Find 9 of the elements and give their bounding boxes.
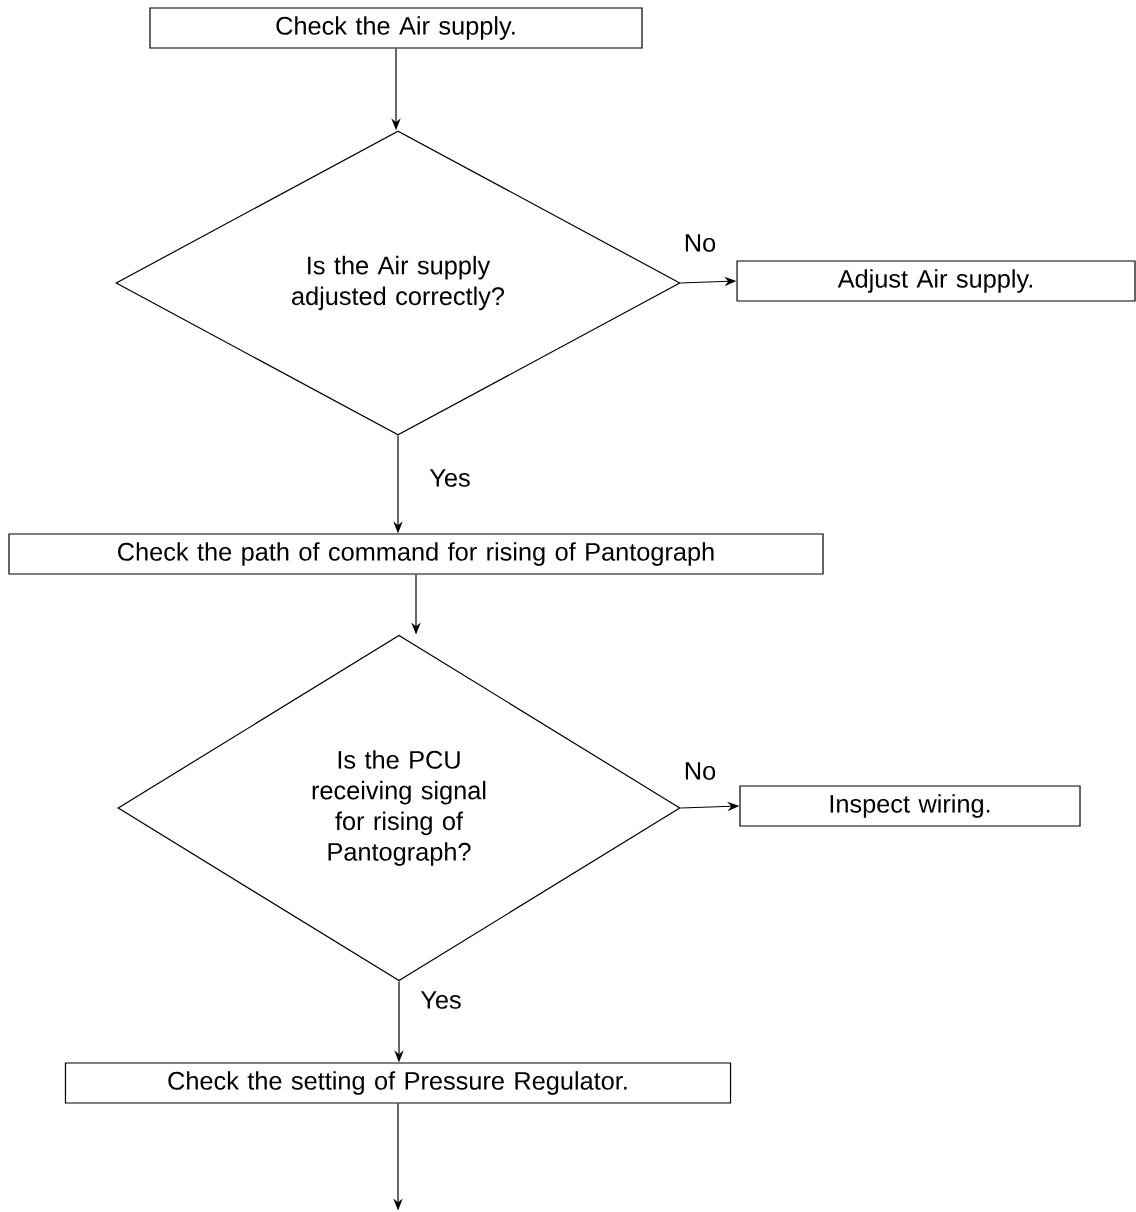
process-box: Adjust Air supply. — [736, 260, 1136, 302]
edge-label: Yes — [428, 467, 472, 489]
process-box: Check the Air supply. — [149, 7, 643, 49]
edge-label: No — [682, 760, 718, 782]
process-box: Check the path of command for rising of Pantograph — [8, 533, 824, 575]
process-box: Inspect wiring. — [739, 785, 1081, 827]
edge-label: No — [682, 232, 718, 254]
process-box: Check the setting of Pressure Regulator. — [64, 1062, 732, 1104]
edge-label: Yes — [419, 989, 463, 1011]
